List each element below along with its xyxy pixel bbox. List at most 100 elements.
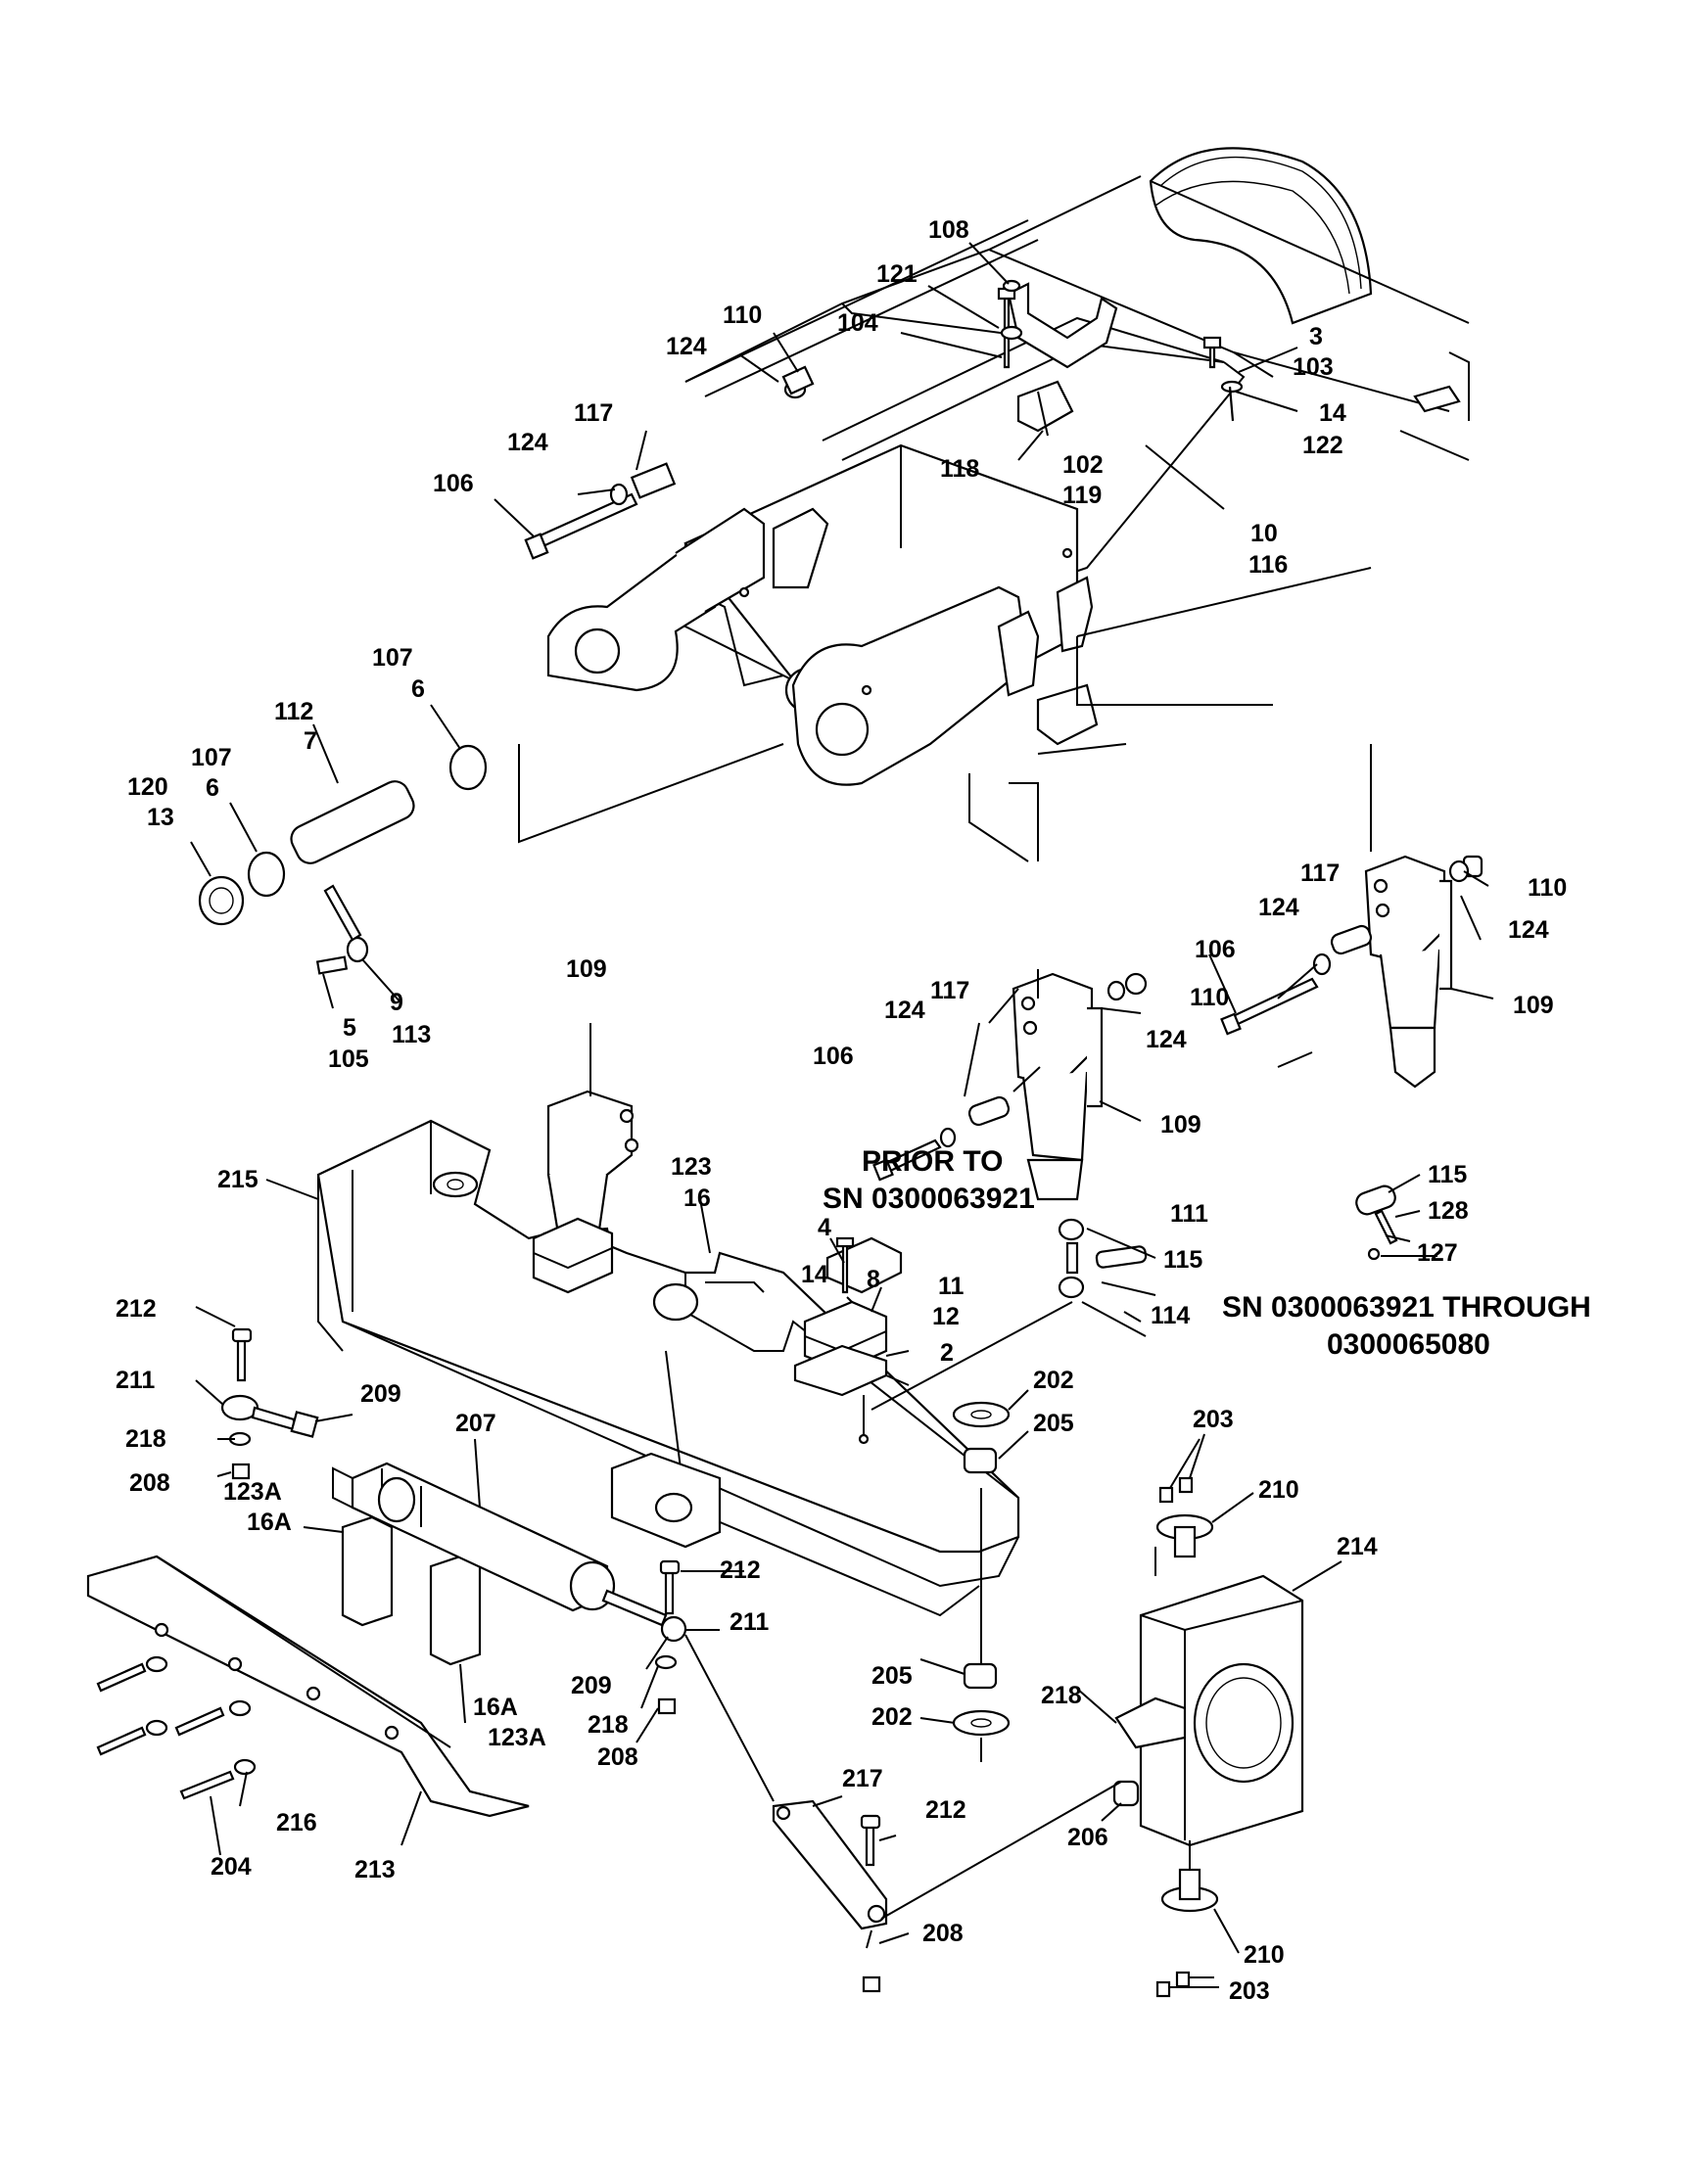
label-115: 115 — [1428, 1161, 1467, 1188]
label-7: 7 — [304, 727, 317, 755]
note-prior-to-line2: SN 0300063921 — [823, 1183, 1035, 1215]
label-6: 6 — [206, 774, 219, 802]
label-116: 116 — [1248, 551, 1288, 579]
label-11: 11 — [938, 1273, 965, 1300]
label-115: 115 — [1163, 1246, 1202, 1274]
label-124: 124 — [884, 997, 925, 1024]
label-128: 128 — [1428, 1197, 1469, 1225]
label-2: 2 — [940, 1339, 954, 1367]
label-16A: 16A — [473, 1694, 518, 1721]
label-14: 14 — [801, 1261, 828, 1288]
label-212: 212 — [116, 1295, 157, 1323]
label-123A: 123A — [488, 1724, 546, 1751]
label-3: 3 — [1309, 323, 1323, 350]
label-111: 111 — [1170, 1200, 1208, 1228]
label-124: 124 — [1508, 916, 1549, 944]
label-117: 117 — [1300, 860, 1340, 887]
serial-notes: PRIOR TO SN 0300063921 SN 0300063921 THR… — [823, 1145, 1591, 1361]
label-114: 114 — [1151, 1302, 1190, 1329]
label-10: 10 — [1250, 520, 1278, 547]
guard-bolts — [96, 1655, 257, 1800]
label-104: 104 — [837, 309, 878, 337]
label-211: 211 — [730, 1608, 769, 1636]
label-218: 218 — [125, 1425, 166, 1453]
label-117: 117 — [574, 399, 613, 427]
label-119: 119 — [1062, 482, 1102, 509]
label-206: 206 — [1067, 1824, 1108, 1851]
label-110: 110 — [723, 302, 762, 329]
label-205: 205 — [1033, 1410, 1074, 1437]
label-109: 109 — [1513, 992, 1554, 1019]
label-202: 202 — [1033, 1367, 1074, 1394]
label-107: 107 — [191, 744, 232, 771]
label-212: 212 — [925, 1796, 966, 1824]
leader-lines — [190, 242, 1494, 1988]
label-218: 218 — [1041, 1682, 1082, 1709]
label-5: 5 — [343, 1014, 356, 1042]
label-123: 123 — [671, 1153, 712, 1181]
label-209: 209 — [571, 1672, 612, 1699]
label-102: 102 — [1062, 451, 1104, 479]
label-205: 205 — [871, 1662, 913, 1690]
label-208: 208 — [597, 1743, 638, 1771]
label-216: 216 — [276, 1809, 317, 1836]
label-13: 13 — [147, 804, 174, 831]
note-prior-to-line1: PRIOR TO — [862, 1145, 1003, 1178]
label-124: 124 — [1146, 1026, 1187, 1053]
label-110: 110 — [1190, 984, 1229, 1011]
label-215: 215 — [217, 1166, 259, 1193]
label-105: 105 — [328, 1046, 369, 1073]
label-9: 9 — [390, 989, 403, 1016]
label-210: 210 — [1258, 1476, 1299, 1504]
label-14: 14 — [1319, 399, 1346, 427]
label-12: 12 — [932, 1303, 960, 1330]
note-range-line2: 0300065080 — [1327, 1328, 1490, 1361]
label-109: 109 — [1160, 1111, 1201, 1138]
label-117: 117 — [930, 977, 969, 1004]
label-106: 106 — [433, 470, 474, 497]
label-213: 213 — [354, 1856, 396, 1883]
label-209: 209 — [360, 1380, 401, 1408]
label-207: 207 — [455, 1410, 496, 1437]
cylinder-109-prior — [1012, 972, 1148, 1299]
label-208: 208 — [922, 1920, 964, 1947]
label-217: 217 — [842, 1765, 883, 1792]
label-124: 124 — [666, 333, 707, 360]
label-112: 112 — [274, 698, 313, 725]
upper-frame-drawing — [198, 147, 1470, 975]
cylinder-109-range — [872, 744, 1483, 1261]
label-103: 103 — [1293, 353, 1334, 381]
label-214: 214 — [1337, 1533, 1378, 1560]
label-127: 127 — [1417, 1239, 1458, 1267]
callout-labels: 108 121 110 104 124 3 103 14 122 117 124… — [116, 216, 1567, 2005]
label-122: 122 — [1302, 432, 1343, 459]
note-range-line1: SN 0300063921 THROUGH — [1222, 1291, 1591, 1324]
label-106: 106 — [813, 1043, 854, 1070]
label-6: 6 — [411, 675, 425, 703]
label-211: 211 — [116, 1367, 155, 1394]
label-8: 8 — [867, 1266, 880, 1293]
label-16: 16 — [683, 1185, 711, 1212]
label-203: 203 — [1193, 1406, 1234, 1433]
label-124: 124 — [1258, 894, 1299, 921]
label-106: 106 — [1195, 936, 1236, 963]
label-110: 110 — [1528, 874, 1567, 902]
label-202: 202 — [871, 1703, 913, 1731]
label-113: 113 — [392, 1021, 431, 1048]
label-203: 203 — [1229, 1977, 1270, 2005]
label-218: 218 — [588, 1711, 629, 1739]
label-107: 107 — [372, 644, 413, 672]
label-210: 210 — [1244, 1941, 1285, 1969]
label-123A: 123A — [223, 1478, 282, 1506]
label-16A: 16A — [247, 1509, 292, 1536]
label-108: 108 — [928, 216, 969, 244]
label-121: 121 — [876, 260, 918, 288]
label-204: 204 — [211, 1853, 252, 1881]
label-4: 4 — [818, 1214, 831, 1241]
label-208: 208 — [129, 1469, 170, 1497]
label-120: 120 — [127, 773, 168, 801]
label-118: 118 — [940, 455, 979, 483]
label-124: 124 — [507, 429, 548, 456]
label-212: 212 — [720, 1557, 761, 1584]
